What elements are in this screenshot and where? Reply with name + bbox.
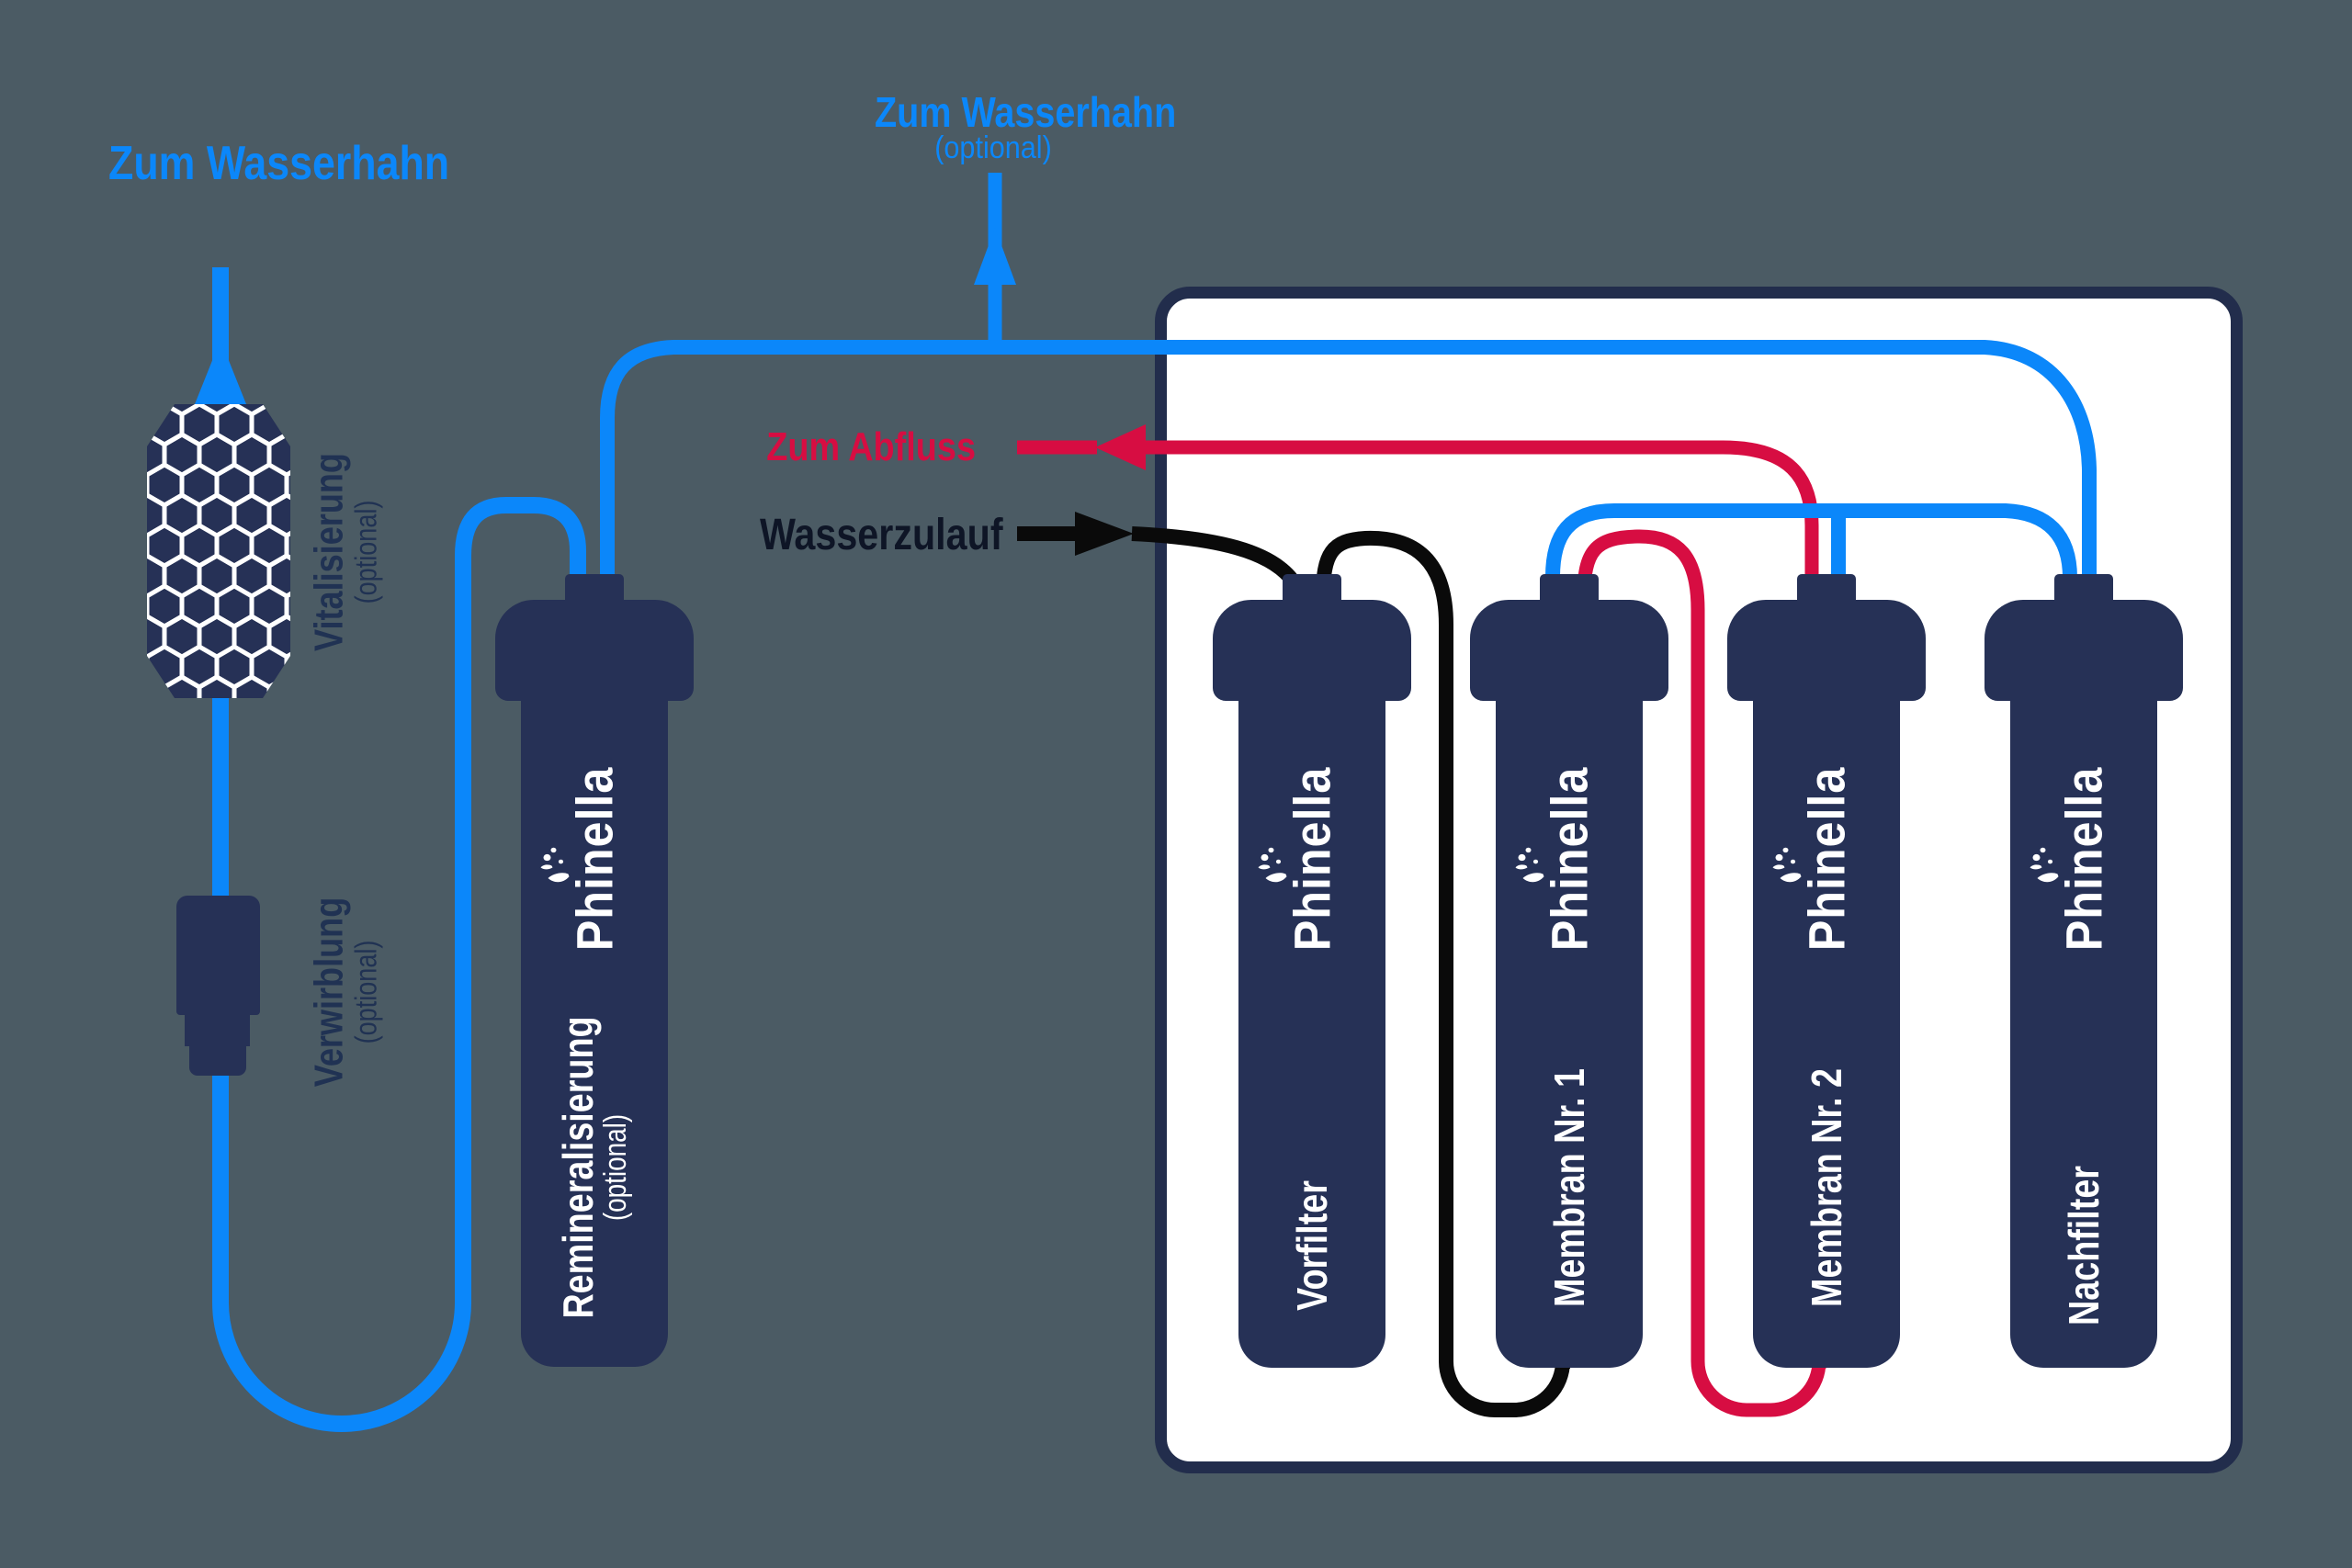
label-text: Membran Nr. 1: [1544, 1068, 1593, 1307]
water-splash-icon: [1258, 847, 1287, 883]
cartridge-nachfilter: Phinella Nachfilter: [1984, 574, 2183, 1382]
brand-text: Phinella: [1283, 766, 1341, 952]
label-text: Vorfilter: [1287, 1180, 1336, 1311]
cartridge-label: Remineralisierung (optional): [554, 1016, 634, 1319]
nozzle-tip: [189, 1044, 246, 1076]
verwirblung-label: Verwirblung (optional): [306, 897, 383, 1088]
cartridge-cap: [1984, 600, 2183, 701]
phinella-logo: Phinella: [1515, 766, 1600, 952]
water-splash-icon: [1772, 847, 1802, 883]
cartridge-body: [2010, 697, 2157, 1368]
water-splash-icon: [2030, 847, 2059, 883]
cartridge-membran-1: Phinella Membran Nr. 1: [1470, 574, 1668, 1382]
cartridge-remineralisierung: Phinella Remineralisierung (optional): [495, 574, 694, 1382]
cartridge-neck: [1540, 574, 1599, 604]
nozzle-top: [176, 896, 260, 1015]
up-arrow-icon-center: [974, 228, 1016, 285]
water-splash-icon: [540, 847, 570, 883]
label-text: Membran Nr. 2: [1802, 1068, 1850, 1307]
phinella-logo: Phinella: [540, 766, 625, 952]
membran1-to-membran2-tube: [1577, 529, 1826, 1417]
cartridge-body: [1753, 697, 1900, 1368]
brand-text: Phinella: [565, 766, 624, 952]
cartridge-neck: [565, 574, 624, 604]
cartridge-label: Membran Nr. 1: [1544, 1068, 1593, 1307]
cartridge-membran-2: Phinella Membran Nr. 2: [1727, 574, 1926, 1382]
cartridge-cap: [1470, 600, 1668, 701]
cartridge-body: [1496, 697, 1643, 1368]
label-text: Nachfilter: [2059, 1166, 2108, 1325]
up-arrow-icon-left: [195, 340, 246, 404]
label-text: Remineralisierung: [554, 1016, 603, 1319]
cartridge-cap: [1213, 600, 1411, 701]
drain-label: Zum Abfluss: [766, 424, 976, 469]
brand-text: Phinella: [1797, 766, 1856, 952]
brand-text: Phinella: [2054, 766, 2113, 952]
cartridge-body: [521, 697, 668, 1367]
vitalisierung-unit: [147, 404, 290, 698]
cartridge-cap: [1727, 600, 1926, 701]
phinella-logo: Phinella: [1772, 766, 1857, 952]
brand-text: Phinella: [1540, 766, 1599, 952]
cartridge-neck: [2054, 574, 2113, 604]
cartridge-label: Vorfilter: [1287, 1180, 1336, 1311]
faucet-optional-sub: (optional): [934, 130, 1052, 165]
optional-faucet-tube: [600, 340, 2097, 592]
cartridge-cap: [495, 600, 694, 701]
label-text: Verwirblung: [306, 897, 352, 1088]
water-splash-icon: [1515, 847, 1544, 883]
cartridge-label: Nachfilter: [2059, 1166, 2108, 1325]
cartridge-body: [1238, 697, 1385, 1368]
faucet-optional-label: Zum Wasserhahn: [875, 88, 1177, 136]
faucet-left-label: Zum Wasserhahn: [108, 137, 450, 190]
label-sub: (optional): [348, 940, 383, 1044]
faucet-loop-tube: [212, 267, 586, 1433]
membran1-to-nachfilter-tube: [1545, 503, 2077, 592]
vitalisierung-label: Vitalisierung (optional): [306, 453, 383, 651]
inlet-label: Wasserzulauf: [760, 511, 1003, 559]
phinella-logo: Phinella: [1258, 766, 1342, 952]
cartridge-neck: [1797, 574, 1856, 604]
nozzle-middle: [185, 1013, 250, 1046]
label-text: Vitalisierung: [306, 453, 352, 651]
left-arrow-icon: [1095, 424, 1146, 470]
cartridge-vorfilter: Phinella Vorfilter: [1213, 574, 1411, 1382]
label-sub: (optional): [348, 500, 383, 604]
cartridge-label: Membran Nr. 2: [1802, 1068, 1850, 1307]
cartridge-neck: [1283, 574, 1341, 604]
label-sub: (optional): [598, 1113, 634, 1222]
phinella-logo: Phinella: [2030, 766, 2114, 952]
right-arrow-icon: [1075, 512, 1134, 556]
vorfilter-to-membran1-tube: [1316, 530, 1570, 1417]
